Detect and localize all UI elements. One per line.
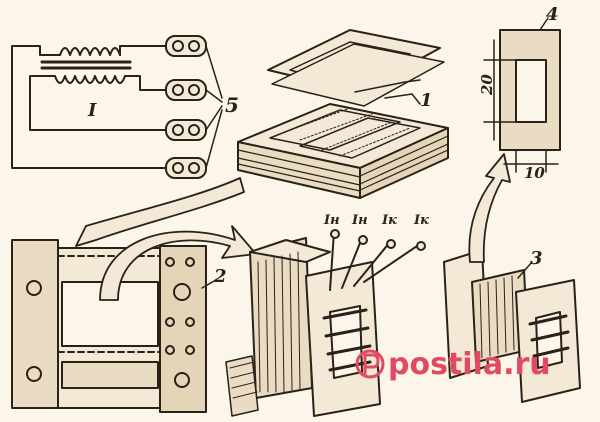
terminal-2	[165, 79, 207, 101]
frame-bolt-lower	[26, 366, 42, 382]
wound-bobbin: Iн Iн Iк Iк	[225, 213, 429, 417]
label-1: 1	[420, 90, 433, 111]
lead-label-1: Iн	[323, 213, 340, 228]
watermark-text: postila.ru	[388, 347, 551, 382]
cardboard-template: 20 10 4	[478, 4, 561, 182]
frame-right-bracket	[159, 245, 207, 413]
watermark-logo-icon	[355, 349, 385, 379]
bobbin-coil-top	[249, 239, 331, 263]
schematic-wire-outer	[11, 45, 169, 169]
label-2: 2	[213, 266, 227, 287]
terminal-1	[165, 35, 207, 57]
schematic-wire-low	[29, 75, 169, 131]
primary-coil	[59, 47, 121, 56]
lead-label-4: Iк	[413, 213, 429, 228]
label-3-leader	[517, 261, 533, 279]
plate-slot-second	[354, 79, 421, 93]
loose-e-plate-second	[271, 43, 445, 107]
lead-2	[341, 237, 363, 289]
secondary-coil	[54, 75, 126, 84]
dim-width-label: 10	[524, 164, 545, 182]
frame-bolt-2	[173, 283, 191, 301]
frame-bolt-upper	[26, 280, 42, 296]
label-5: 5	[225, 93, 239, 117]
schematic-wire-mid	[124, 75, 169, 91]
insulation-strip-lines	[229, 361, 258, 399]
empty-bobbin-sleeve-lines	[479, 275, 515, 359]
empty-bobbin: 3	[443, 248, 581, 403]
label-4: 4	[546, 4, 559, 25]
bobbin-coil-windings	[257, 251, 301, 393]
terminal-3	[165, 119, 207, 141]
lead-3	[353, 241, 391, 287]
label-5-leaders	[205, 45, 223, 169]
stack-window-2	[299, 117, 421, 159]
lead-label-2: Iн	[351, 213, 368, 228]
arrow-stack-to-frame	[75, 177, 245, 247]
template-window	[515, 59, 547, 123]
frame-lower-bar	[61, 361, 159, 389]
core-laminations: 1	[237, 29, 449, 199]
label-1-leader	[384, 93, 421, 105]
label-3: 3	[530, 248, 543, 269]
lead-label-3: Iк	[381, 213, 397, 228]
lead-1	[329, 231, 335, 291]
schematic-wire-top	[119, 45, 169, 56]
mounting-frame: 2	[11, 239, 227, 413]
terminal-4	[165, 157, 207, 179]
stack-lamination-lines	[237, 135, 449, 192]
dim-height-label: 20	[478, 74, 496, 96]
bobbin-core-hole	[329, 305, 363, 379]
stack-window-1	[269, 109, 401, 151]
label-2-leader	[201, 279, 217, 289]
empty-bobbin-tabs	[528, 314, 570, 358]
watermark: postila.ru	[355, 347, 551, 382]
label-winding-I: I	[87, 100, 97, 121]
bobbin-hole-tabs	[322, 308, 372, 372]
lead-4	[363, 243, 421, 283]
arrow-bobbin-to-template	[468, 153, 511, 263]
stack-hatching	[284, 107, 411, 157]
label-4-leader	[539, 17, 549, 31]
frame-left-bracket	[11, 239, 59, 409]
transformer-schematic: 5 I	[11, 35, 239, 179]
